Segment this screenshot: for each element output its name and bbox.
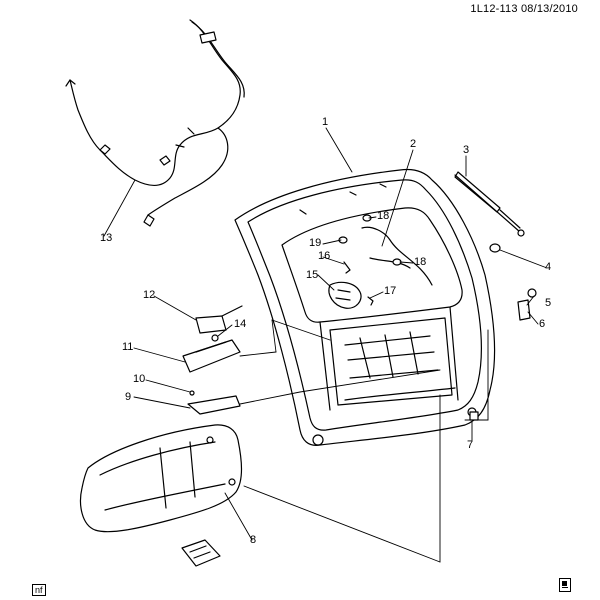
callout-18-upper: 18: [377, 210, 390, 222]
trim-panel: [79, 424, 243, 533]
liftgate-panel: [234, 168, 496, 446]
bolt-7: [469, 411, 479, 421]
handle-switch: [182, 305, 243, 373]
wiring-harness: [65, 19, 245, 227]
callout-19: 19: [309, 237, 322, 249]
callout-11: 11: [122, 341, 134, 353]
callout-7: 7: [467, 439, 474, 451]
callout-1: 1: [322, 116, 329, 128]
corner-mark: nf: [32, 584, 46, 596]
callout-12: 12: [143, 289, 156, 301]
diagram-header: 1L12-113 08/13/2010: [470, 3, 578, 15]
callout-8: 8: [250, 534, 257, 546]
callout-14: 14: [234, 318, 247, 330]
callout-5: 5: [545, 297, 552, 309]
callout-15: 15: [306, 269, 319, 281]
bracket-9: [187, 390, 241, 415]
fastener-bag-icon: [181, 539, 221, 567]
callout-4: 4: [545, 261, 552, 273]
diagram-code: 1L12-113: [470, 3, 518, 15]
callout-17: 17: [384, 285, 397, 297]
callout-18-lower: 18: [414, 256, 427, 268]
callout-13: 13: [100, 232, 113, 244]
callout-9: 9: [125, 391, 132, 403]
bolt-5: [527, 288, 537, 298]
callout-3: 3: [463, 144, 470, 156]
document-icon: [559, 578, 571, 592]
callout-6: 6: [539, 318, 546, 330]
leader-lines: [103, 127, 548, 563]
callout-16: 16: [318, 250, 331, 262]
callout-2: 2: [410, 138, 417, 150]
diagram-date: 08/13/2010: [520, 3, 578, 15]
lift-strut: [454, 171, 525, 237]
callout-10: 10: [133, 373, 146, 385]
latch-parts: [328, 214, 433, 309]
bumper-4: [489, 243, 501, 253]
